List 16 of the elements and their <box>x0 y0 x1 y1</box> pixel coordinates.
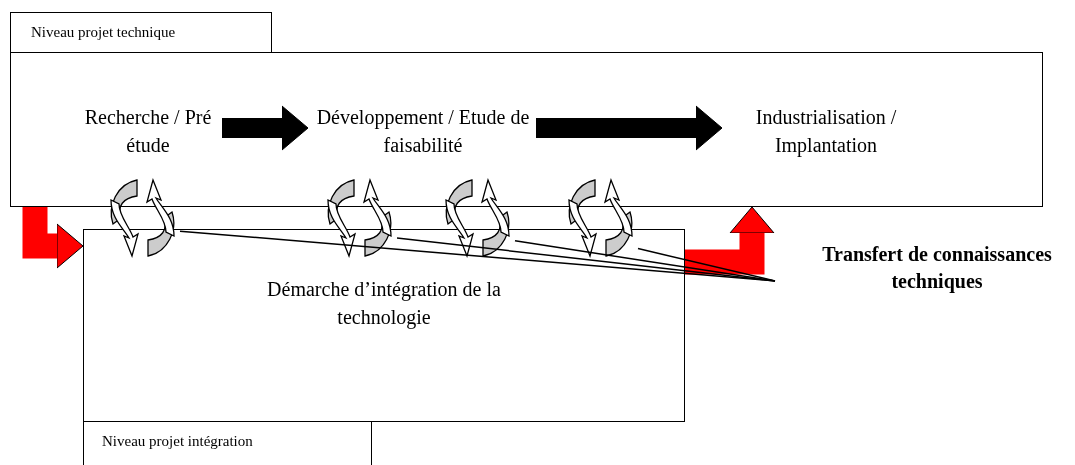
level-tab <box>83 421 372 465</box>
stage-label: Recherche / Pré étude <box>83 105 213 158</box>
stage-label: Développement / Etude de faisabilité <box>315 105 531 158</box>
leader-line <box>179 230 776 282</box>
stage-label: Industrialisation / Implantation <box>754 105 898 159</box>
level-tab-label: Niveau projet intégration <box>102 432 253 451</box>
block-arrow <box>685 206 775 275</box>
level-box <box>10 52 1043 207</box>
block-arrow <box>536 105 723 151</box>
block-arrow <box>22 207 84 269</box>
level-tab-label: Niveau projet technique <box>31 23 176 42</box>
block-arrow <box>222 105 309 151</box>
leader-line <box>637 247 776 282</box>
callout-label: Transfert de connaissances techniques <box>821 242 1053 295</box>
box-title: Démarche d’intégration de la technologie <box>266 277 502 331</box>
level-tab <box>10 12 272 53</box>
